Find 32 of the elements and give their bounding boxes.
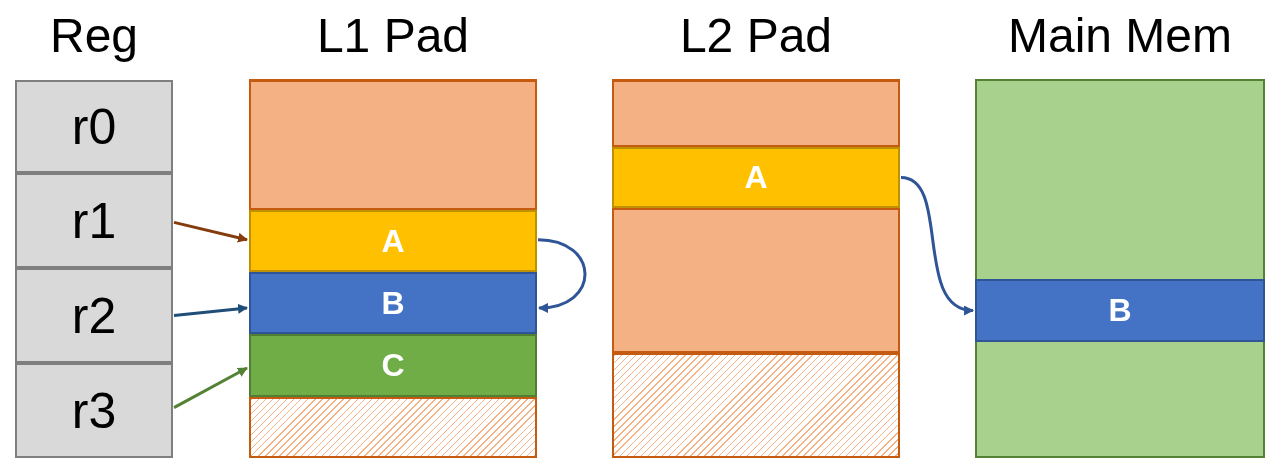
register-name: r1	[71, 191, 117, 250]
column-heading: L1 Pad	[315, 8, 471, 64]
register-box	[15, 80, 173, 173]
column-heading: L2 Pad	[678, 8, 834, 64]
column-heading: Reg	[48, 8, 140, 64]
hatched-region	[612, 353, 900, 458]
register-name: r0	[71, 97, 117, 156]
arrow	[173, 303, 248, 317]
data-block	[249, 334, 537, 397]
arrow	[537, 238, 587, 313]
block-label: B	[1108, 292, 1132, 329]
data-block	[975, 279, 1265, 342]
register-box	[15, 363, 173, 458]
column-heading: Main Mem	[1006, 8, 1233, 64]
data-block	[612, 147, 900, 208]
register-box	[15, 268, 173, 363]
free-space-block	[249, 80, 537, 210]
block-label: A	[381, 222, 405, 260]
data-block	[249, 210, 537, 272]
register-name: r2	[71, 286, 117, 345]
free-space-block	[612, 80, 900, 147]
register-box	[15, 173, 173, 268]
data-block	[249, 272, 537, 334]
free-space-block	[612, 208, 900, 353]
register-name: r3	[71, 381, 117, 440]
hatched-region	[249, 397, 537, 458]
block-label: C	[381, 347, 405, 384]
arrow	[900, 176, 974, 314]
block-label: B	[381, 284, 405, 322]
arrow	[173, 366, 248, 409]
block-label: A	[744, 159, 768, 196]
arrow	[173, 220, 248, 243]
